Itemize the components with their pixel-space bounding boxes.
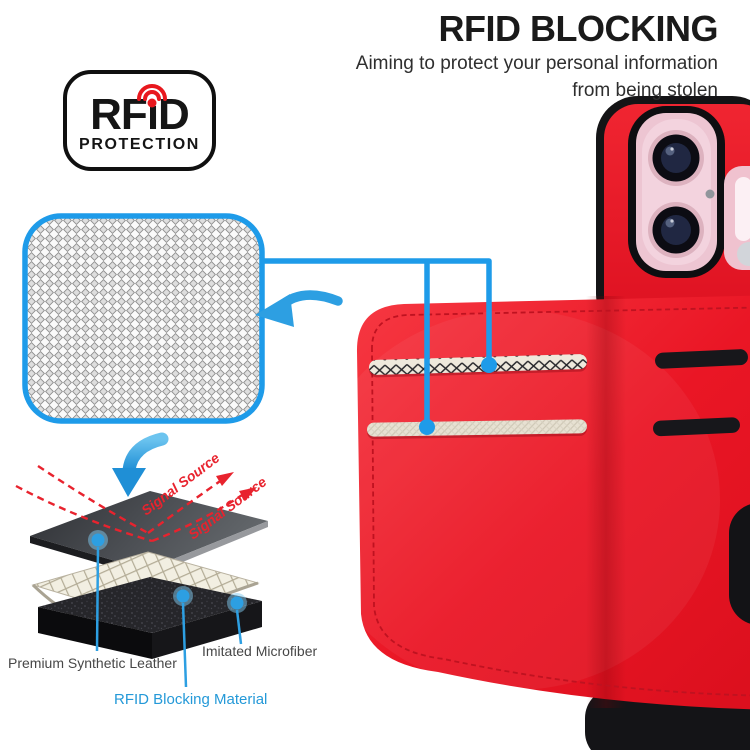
page-title: RFID BLOCKING — [438, 8, 719, 49]
wifi-signal-icon — [137, 84, 168, 108]
badge-word-part2: D — [158, 90, 190, 139]
camera-mic-dot — [705, 189, 715, 199]
rfid-mesh-swatch — [22, 213, 265, 424]
subtitle-line-2: from being stolen — [572, 79, 718, 101]
callout-dot-leather — [88, 530, 108, 652]
callout-dot-blocking — [173, 586, 193, 688]
layer-imitated-microfiber — [38, 577, 262, 659]
callout-dot-icon — [481, 357, 497, 373]
badge-word: RF ı D — [90, 84, 190, 139]
camera-lens-bottom — [648, 202, 704, 258]
rfid-protection-badge: RF ı D PROTECTION — [63, 70, 216, 171]
header: RFID BLOCKING Aiming to protect your per… — [298, 8, 719, 102]
phone-case-back — [596, 96, 750, 336]
badge-protection-label: PROTECTION — [79, 136, 200, 153]
card-slot-mesh-strip-top — [369, 354, 588, 378]
badge-letter-i: ı — [137, 84, 168, 137]
label-rfid-blocking-material: RFID Blocking Material — [114, 691, 268, 708]
card-slot-right-top — [655, 349, 748, 369]
subtitle-line-1: Aiming to protect your personal informat… — [355, 53, 718, 74]
wallet-interior — [310, 295, 750, 710]
signal-arrowhead-icon — [239, 487, 257, 501]
label-imitated-microfiber: Imitated Microfiber — [202, 643, 318, 659]
signal-arrowhead-icon — [216, 472, 234, 486]
camera-lens-top — [648, 130, 704, 186]
curved-arrow-down-icon — [112, 432, 169, 497]
phone-side-peek — [724, 166, 750, 270]
ring-holder-edge — [729, 504, 750, 624]
label-premium-synthetic-leather: Premium Synthetic Leather — [8, 655, 177, 671]
wallet-stitching — [371, 306, 750, 697]
card-slot-mesh-strip-bottom — [367, 419, 588, 440]
callout-dot-microfiber — [227, 593, 247, 645]
signal-arrows — [15, 465, 249, 543]
callout-dot-icon — [419, 419, 435, 435]
callout-lines — [262, 258, 497, 435]
card-slot-right-bottom — [653, 417, 740, 437]
curved-arrow-left-icon — [255, 290, 343, 327]
wallet-fold-crease — [586, 296, 626, 708]
material-layers-diagram — [15, 465, 268, 688]
wallet-leather — [356, 295, 750, 710]
